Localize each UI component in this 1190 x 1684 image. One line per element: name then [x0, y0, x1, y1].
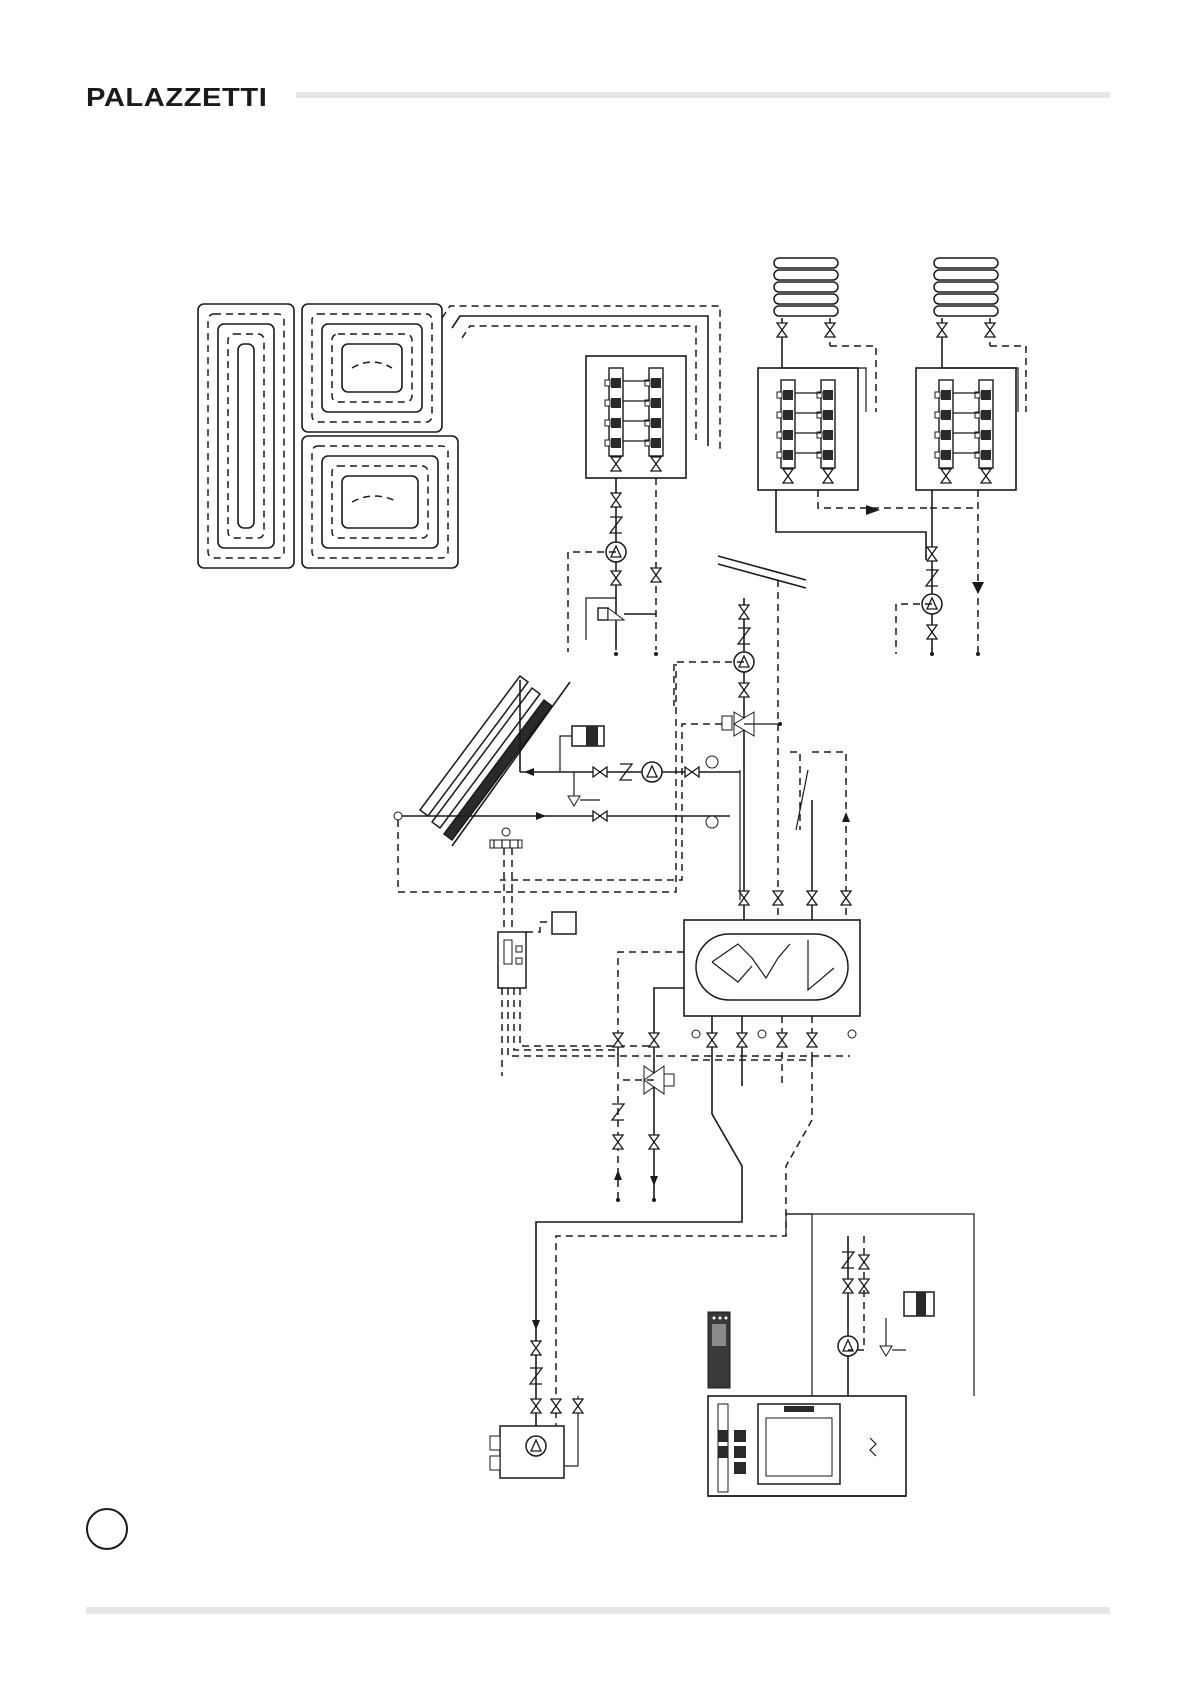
- radiator-manifold-right: [896, 346, 1026, 656]
- heating-supply-line: [500, 580, 850, 896]
- auxiliary-boiler: [490, 1320, 583, 1478]
- mixing-valve-group: [612, 1033, 674, 1202]
- footer-rule: [86, 1607, 1110, 1614]
- solar-collector: [420, 676, 570, 846]
- radiator-left: [774, 258, 838, 368]
- floor-heating-manifold: [568, 356, 686, 656]
- radiator-right: [934, 258, 998, 368]
- boiler-lines: [536, 1054, 974, 1450]
- language-badge: [86, 1508, 128, 1550]
- pellet-boiler: [708, 1396, 906, 1496]
- radiator-manifold-left: [758, 346, 930, 560]
- expansion-vessel: [880, 1292, 934, 1356]
- boiler-control-panel: [708, 1312, 730, 1388]
